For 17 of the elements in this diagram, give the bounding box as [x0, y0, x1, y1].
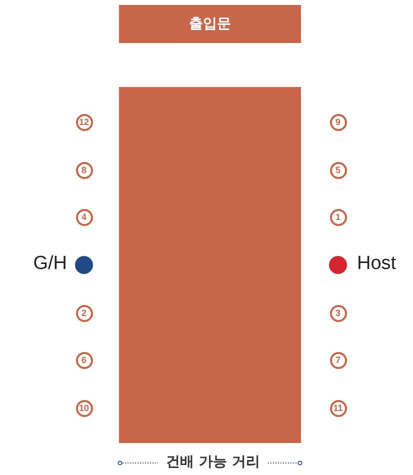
seat-number: 4: [76, 208, 92, 226]
entrance-box: 출입문: [119, 5, 301, 43]
seat-number: 6: [76, 352, 92, 368]
seat-number: 3: [330, 304, 346, 322]
seat-number: 7: [330, 352, 346, 368]
seat-number: 10: [76, 400, 92, 416]
seat-number: 1: [330, 208, 346, 226]
seat-number: 11: [330, 400, 346, 416]
seat-label: Host: [357, 253, 396, 275]
seat-number: 12: [76, 114, 92, 130]
seat-label: G/H: [33, 253, 67, 275]
seat-number: 9: [330, 114, 346, 130]
dimension-label: 건배 가능 거리: [165, 453, 261, 471]
table-rect: [119, 87, 301, 443]
seat-number: 2: [76, 304, 92, 322]
seat-number: 5: [330, 162, 346, 178]
seat-number: 8: [76, 162, 92, 178]
